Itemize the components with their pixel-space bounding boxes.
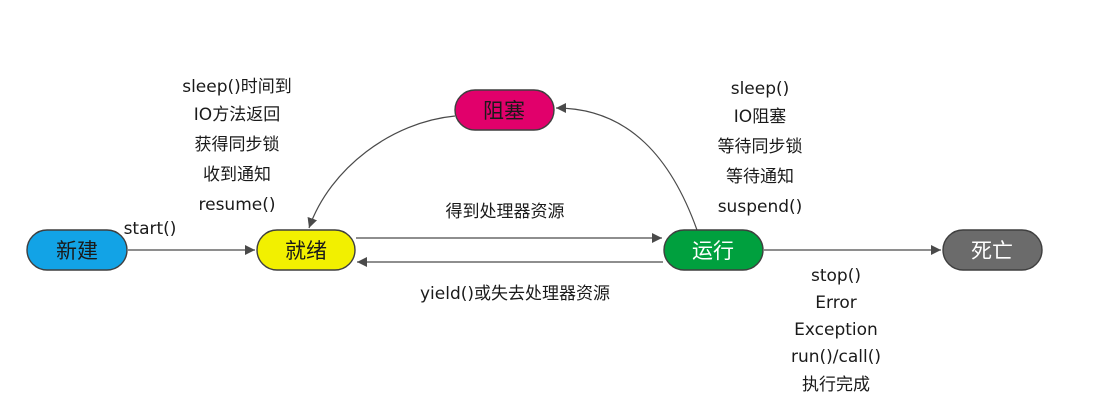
reason-item: suspend() (718, 197, 803, 217)
reason-item: 等待通知 (726, 167, 794, 187)
node-new-label: 新建 (56, 239, 98, 263)
node-running-label: 运行 (692, 239, 734, 263)
edge-label-running-to-ready: yield()或失去处理器资源 (420, 284, 610, 304)
reason-item: 等待同步锁 (718, 137, 803, 157)
node-dead-shape (942, 229, 1043, 271)
reason-item: Exception (794, 320, 878, 340)
node-blocked-label: 阻塞 (483, 99, 525, 123)
node-new: 新建 (26, 229, 128, 271)
reason-item: 获得同步锁 (195, 135, 280, 155)
edge-running-to-blocked (555, 103, 698, 231)
blocked-to-ready-reasons: sleep()时间到 IO方法返回 获得同步锁 收到通知 resume() (182, 77, 292, 215)
node-ready: 就绪 (256, 229, 356, 271)
node-ready-label: 就绪 (285, 239, 327, 263)
reason-item: 收到通知 (203, 165, 271, 185)
reason-item: sleep()时间到 (182, 77, 292, 97)
running-to-blocked-reasons: sleep() IO阻塞 等待同步锁 等待通知 suspend() (718, 79, 803, 217)
reason-item: 执行完成 (802, 375, 870, 395)
reason-item: IO方法返回 (194, 105, 280, 125)
node-blocked-shape (454, 89, 555, 131)
reason-item: sleep() (731, 79, 790, 99)
node-ready-shape (256, 229, 356, 271)
reason-item: Error (815, 293, 856, 313)
reason-item: IO阻塞 (734, 107, 786, 127)
reason-item: stop() (811, 266, 861, 286)
node-new-shape (26, 229, 128, 271)
node-running: 运行 (663, 229, 764, 271)
node-dead-label: 死亡 (971, 239, 1013, 263)
edge-label-ready-to-running: 得到处理器资源 (446, 202, 565, 222)
running-to-dead-reasons: stop() Error Exception run()/call() 执行完成 (791, 266, 881, 395)
node-dead: 死亡 (942, 229, 1043, 271)
reason-item: resume() (199, 195, 276, 215)
edge-label-start: start() (124, 219, 177, 239)
node-running-shape (663, 229, 764, 271)
edge-blocked-to-ready (307, 115, 456, 229)
reason-item: run()/call() (791, 347, 881, 367)
node-blocked: 阻塞 (454, 89, 555, 131)
